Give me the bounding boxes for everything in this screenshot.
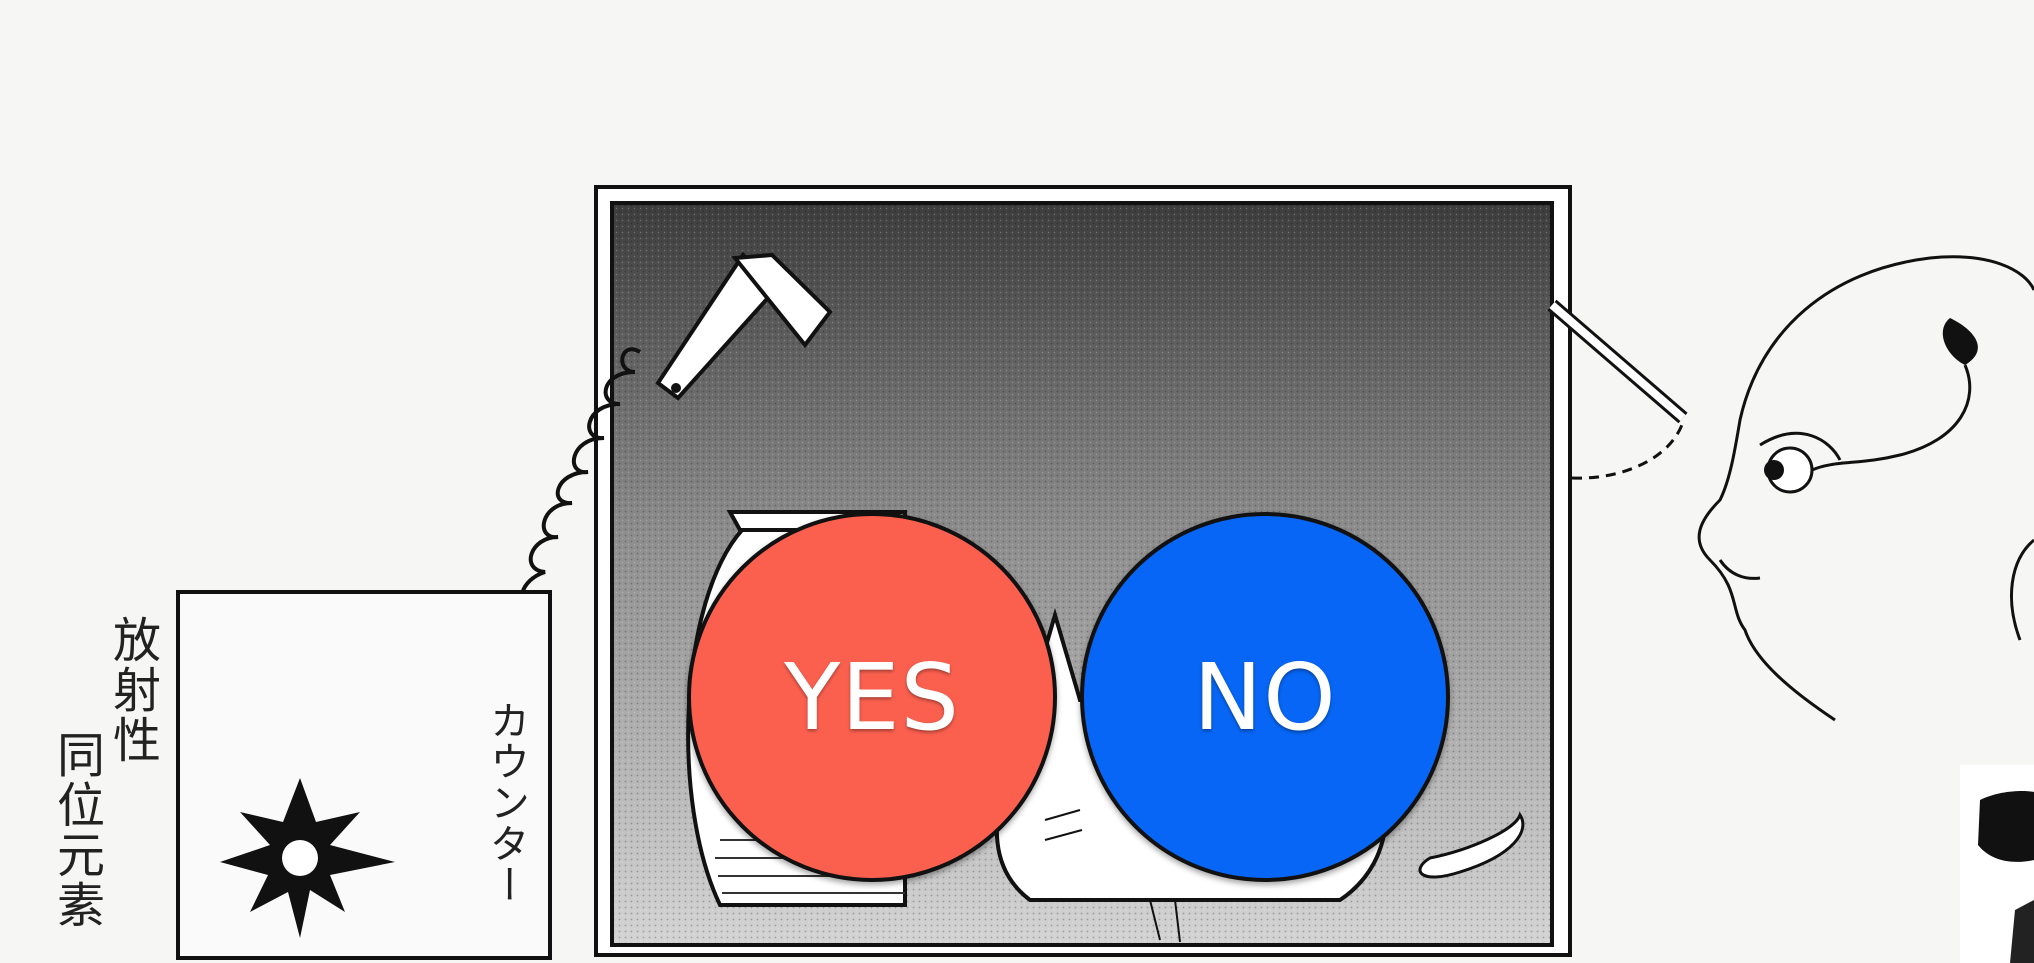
isotope-label-line1: 放射性 [108,615,156,765]
yes-button[interactable]: YES [687,512,1057,882]
yes-button-label: YES [784,644,960,751]
isotope-label-line2: 同位元素 [52,730,100,930]
dark-object [1960,765,2034,963]
counter-label: カウンター [486,700,526,905]
no-button[interactable]: NO [1080,512,1450,882]
no-button-label: NO [1193,644,1336,751]
observer-head [1699,257,2034,720]
